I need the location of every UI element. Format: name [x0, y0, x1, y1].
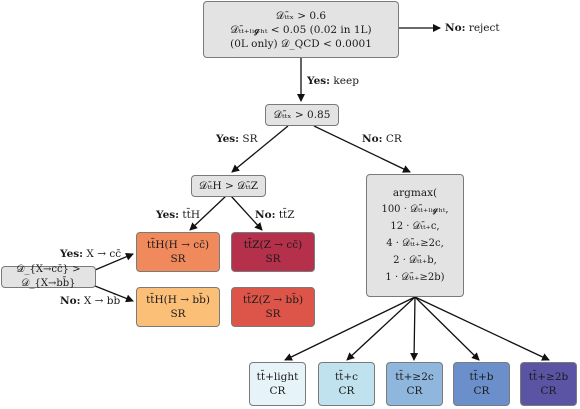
cr-ttb-label: tt̄+b	[469, 371, 494, 383]
argmax-line-1: argmax(	[392, 187, 438, 199]
label-no-xbb-rest: X → bb̄	[80, 295, 121, 307]
sr-ttz-zbb: tt̄Z(Z → bb̄) SR	[231, 287, 315, 327]
sr-ttz-zcc-label: tt̄Z(Z → cc̄)	[243, 239, 303, 251]
cr-tt2b-region: CR	[540, 385, 557, 397]
argmax-line-6: 1 · 𝒟ₜₜ̄₊≥2b)	[385, 272, 445, 283]
cr-ttc-region: CR	[338, 385, 355, 397]
label-yes-xcc-bold: Yes:	[60, 248, 84, 260]
arrow-xcc	[94, 253, 134, 271]
sr-tth-hbb-region: SR	[170, 308, 186, 320]
label-yes-xcc: Yes: X → cc̄	[60, 248, 121, 260]
label-no-cr-rest: CR	[382, 133, 402, 145]
preselection-node: 𝒟ₜₜ̄ₓ > 0.6 𝒟ₜₜ̄₊ₗᵢ𝓰ₕₜ < 0.05 (0.02 in 1…	[203, 1, 399, 58]
tth-vs-ttz-text: 𝒟ₜₜ̄H > 𝒟ₜₜ̄Z	[198, 180, 259, 192]
tth-vs-ttz-node: 𝒟ₜₜ̄H > 𝒟ₜₜ̄Z	[191, 175, 266, 197]
arrow-sr	[231, 125, 289, 173]
label-no-reject-rest: reject	[465, 22, 500, 34]
arrow-cr	[313, 125, 411, 173]
sr-tth-hbb: tt̄H(H → bb̄) SR	[136, 287, 220, 327]
label-no-cr: No: CR	[362, 133, 402, 145]
label-yes-keep-rest: keep	[330, 75, 359, 87]
arrow-cr-b	[414, 296, 480, 361]
label-yes-tth: Yes: tt̄H	[156, 209, 200, 221]
arrow-cr-light	[284, 296, 416, 361]
xcc-vs-xbb-text: 𝒟_{X→cc̄} > 𝒟_{X→bb̄}	[16, 264, 81, 289]
arrow-xbb	[94, 285, 134, 303]
label-no-ttz-bold: No:	[255, 209, 276, 221]
label-yes-xcc-rest: X → cc̄	[83, 248, 122, 260]
argmax-line-4: 4 · 𝒟ₜₜ̄₊≥2c,	[386, 238, 444, 249]
cr-tt2b: tt̄+≥2b CR	[520, 362, 577, 406]
label-no-cr-bold: No:	[362, 133, 383, 145]
xcc-vs-xbb-node: 𝒟_{X→cc̄} > 𝒟_{X→bb̄}	[1, 264, 96, 289]
label-no-xbb-bold: No:	[60, 295, 81, 307]
label-no-xbb: No: X → bb̄	[60, 295, 120, 307]
arrow-cr-c	[346, 296, 416, 361]
arrow-ttz	[230, 195, 263, 231]
sr-ttz-zcc: tt̄Z(Z → cc̄) SR	[231, 232, 315, 272]
label-yes-sr-rest: SR	[239, 133, 258, 145]
cr-ttlight-region: CR	[269, 385, 286, 397]
label-yes-sr-bold: Yes:	[216, 133, 240, 145]
cr-ttc-label: tt̄+c	[334, 371, 359, 383]
preselection-line-2: 𝒟ₜₜ̄₊ₗᵢ𝓰ₕₜ < 0.05 (0.02 in 1L)	[230, 23, 372, 36]
cr-ttb-region: CR	[473, 385, 490, 397]
label-yes-sr: Yes: SR	[216, 133, 258, 145]
cr-ttlight: tt̄+light CR	[249, 362, 306, 406]
label-yes-keep-bold: Yes:	[307, 75, 331, 87]
sr-tth-hcc-region: SR	[170, 253, 186, 265]
label-yes-tth-bold: Yes:	[156, 209, 180, 221]
arrow-tth	[189, 195, 227, 231]
sr-tth-hcc: tt̄H(H → cc̄) SR	[136, 232, 220, 272]
sr-tth-hcc-label: tt̄H(H → cc̄)	[146, 239, 210, 251]
cr-ttb: tt̄+b CR	[453, 362, 510, 406]
sr-tth-hbb-label: tt̄H(H → bb̄)	[146, 294, 210, 306]
sr-ttz-zbb-region: SR	[265, 308, 281, 320]
argmax-line-2: 100 · 𝒟ₜₜ̄₊ₗᵢ𝓰ₕₜ,	[381, 204, 449, 215]
cr-tt2c-label: tt̄+≥2c	[395, 371, 434, 383]
argmax-line-3: 12 · 𝒟ₜₜ̄₊c,	[390, 221, 440, 232]
label-no-ttz-rest: tt̄Z	[275, 209, 295, 221]
label-no-reject-bold: No:	[445, 22, 466, 34]
sr-ttz-zbb-label: tt̄Z(Z → bb̄)	[242, 294, 304, 306]
signal-threshold-node: 𝒟ₜₜ̄ₓ > 0.85	[265, 104, 339, 126]
label-yes-keep: Yes: keep	[307, 75, 359, 87]
arrow-cr-2c	[410, 296, 419, 361]
argmax-node: argmax( 100 · 𝒟ₜₜ̄₊ₗᵢ𝓰ₕₜ, 12 · 𝒟ₜₜ̄₊c, 4…	[366, 174, 464, 297]
cr-tt2b-label: tt̄+≥2b	[528, 371, 569, 383]
preselection-line-3: (0L only) 𝒟_QCD < 0.0001	[230, 37, 372, 50]
preselection-line-1: 𝒟ₜₜ̄ₓ > 0.6	[275, 9, 327, 22]
cr-tt2c-region: CR	[406, 385, 423, 397]
sr-ttz-zcc-region: SR	[265, 253, 281, 265]
label-no-reject: No: reject	[445, 22, 500, 34]
cr-ttlight-label: tt̄+light	[256, 371, 299, 383]
argmax-line-5: 2 · 𝒟ₜₜ̄₊b,	[393, 255, 437, 266]
signal-threshold-text: 𝒟ₜₜ̄ₓ > 0.85	[273, 109, 331, 121]
label-no-ttz: No: tt̄Z	[255, 209, 295, 221]
arrow-cr-2b	[414, 296, 550, 361]
label-yes-tth-rest: tt̄H	[179, 209, 200, 221]
cr-ttc: tt̄+c CR	[318, 362, 375, 406]
cr-tt2c: tt̄+≥2c CR	[386, 362, 443, 406]
